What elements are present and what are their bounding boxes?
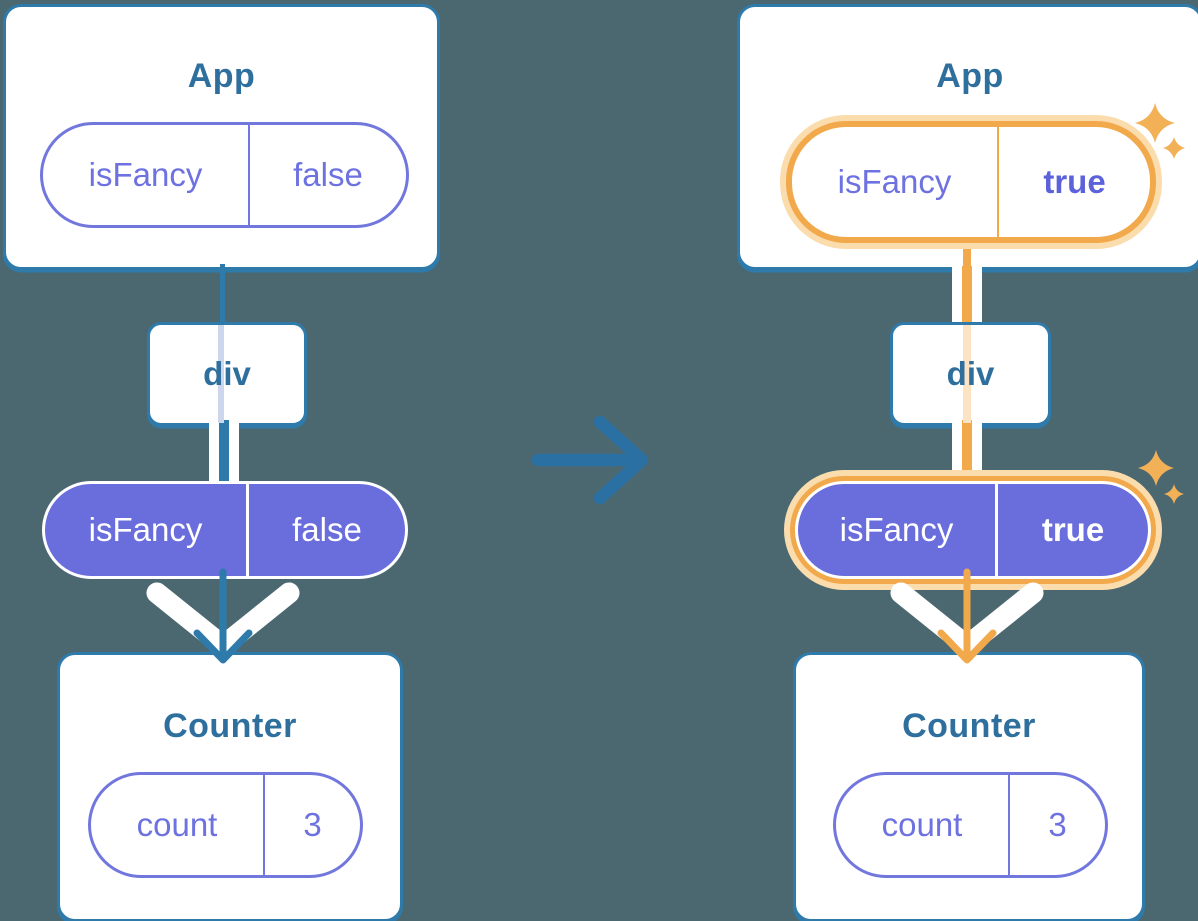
sparkles-icon bbox=[1138, 450, 1184, 504]
prop-value-label: false bbox=[293, 156, 363, 193]
prop-name-label: isFancy bbox=[837, 163, 952, 200]
right-counter-title: Counter bbox=[902, 707, 1036, 745]
left-prop-pipe bbox=[209, 420, 239, 482]
pill-divider bbox=[1008, 775, 1010, 875]
state-value-label: 3 bbox=[303, 806, 322, 843]
left-app-title: App bbox=[187, 57, 256, 95]
transition-arrow-icon bbox=[531, 415, 649, 505]
prop-name-label: isFancy bbox=[88, 156, 203, 193]
left-app-to-div-line bbox=[220, 264, 225, 324]
left-counter-title: Counter bbox=[163, 707, 297, 745]
right-passed-prop-pill-highlighted: isFancy true bbox=[795, 481, 1151, 579]
state-value-label: 3 bbox=[1048, 806, 1067, 843]
right-prop-flow-arrow-icon bbox=[890, 568, 1044, 664]
pill-divider bbox=[997, 127, 999, 237]
state-name-label: count bbox=[136, 806, 218, 843]
state-name-label: count bbox=[881, 806, 963, 843]
left-prop-flow-arrow-icon bbox=[146, 568, 300, 664]
prop-name-label: isFancy bbox=[839, 511, 954, 548]
sparkles-icon bbox=[1135, 103, 1185, 159]
left-app-prop-pill: isFancy false bbox=[40, 122, 409, 228]
left-div-box: div bbox=[147, 322, 307, 426]
left-div-label: div bbox=[203, 355, 251, 392]
left-passed-prop-pill: isFancy false bbox=[42, 481, 408, 579]
pill-divider bbox=[248, 125, 250, 225]
arrowhead-icon bbox=[193, 629, 253, 664]
prop-name-label: isFancy bbox=[88, 511, 203, 548]
pill-divider bbox=[263, 775, 265, 875]
right-prop-pipe bbox=[952, 266, 982, 322]
right-counter-state-pill: count 3 bbox=[833, 772, 1108, 878]
arrowhead-icon bbox=[937, 629, 997, 664]
left-counter-state-pill: count 3 bbox=[88, 772, 363, 878]
prop-value-label: true bbox=[1041, 511, 1105, 548]
prop-value-label: true bbox=[1043, 163, 1106, 200]
pill-divider bbox=[995, 484, 998, 576]
right-div-box: div bbox=[890, 322, 1051, 426]
right-app-prop-pill-highlighted: isFancy true bbox=[786, 121, 1156, 243]
pill-divider bbox=[246, 484, 249, 576]
right-prop-pipe bbox=[952, 420, 982, 482]
right-div-label: div bbox=[946, 355, 995, 392]
left-div-pass-through-line bbox=[218, 325, 224, 423]
right-app-to-div-line bbox=[963, 226, 971, 266]
right-app-title: App bbox=[936, 57, 1004, 95]
prop-value-label: false bbox=[292, 511, 362, 548]
right-div-pass-through-line bbox=[963, 325, 971, 423]
